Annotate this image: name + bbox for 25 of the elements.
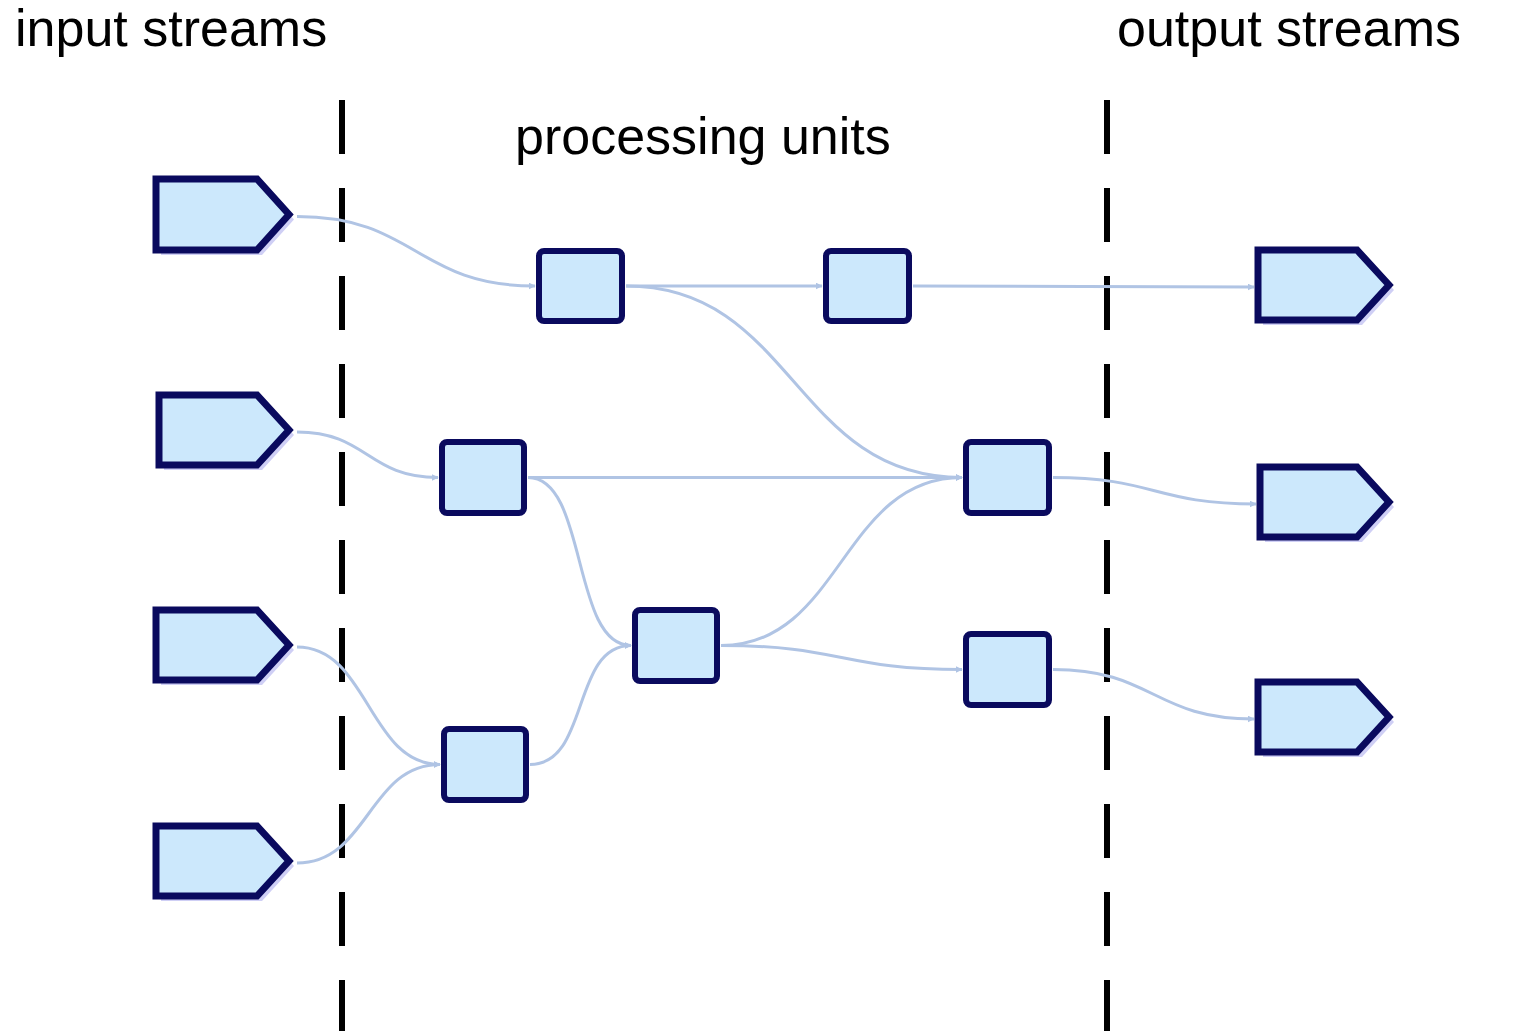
processing-unit-box	[962, 438, 1053, 517]
processing-unit-box	[440, 725, 530, 804]
section-heading: input streams	[15, 0, 328, 59]
arrow	[296, 430, 439, 481]
processing-unit-box	[535, 247, 626, 325]
stream-pentagon	[152, 175, 297, 258]
stream-pentagon	[1254, 678, 1397, 760]
stream-pentagon	[155, 391, 297, 473]
arrow	[529, 643, 632, 766]
arrow	[1052, 668, 1255, 723]
arrow	[720, 644, 963, 673]
arrow	[296, 761, 441, 865]
arrow	[1052, 476, 1257, 508]
section-heading: processing units	[515, 106, 891, 167]
processing-unit-box	[822, 247, 913, 325]
stream-pentagon	[152, 606, 297, 688]
section-heading: output streams	[1117, 0, 1461, 59]
stream-pentagon	[152, 822, 297, 904]
stream-pentagon	[1254, 246, 1397, 328]
arrow	[296, 215, 536, 290]
processing-unit-box	[962, 630, 1053, 709]
processing-unit-box	[631, 606, 721, 685]
stream-pentagon	[1256, 463, 1397, 545]
arrow	[913, 283, 1255, 291]
processing-unit-box	[438, 438, 528, 517]
